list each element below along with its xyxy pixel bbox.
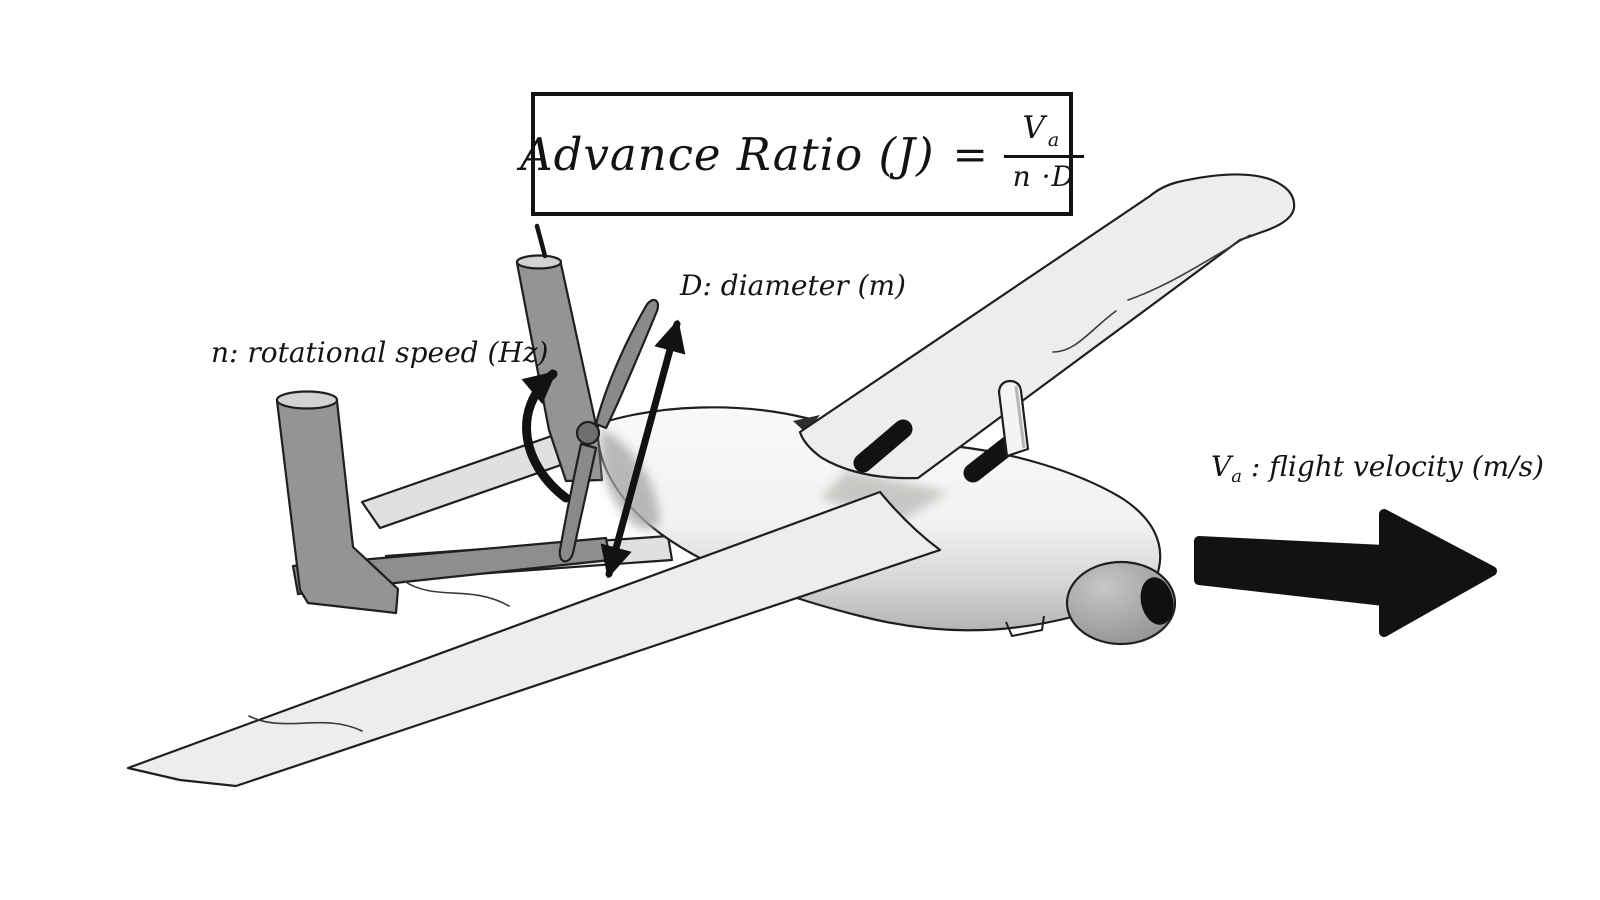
tail-assembly (275, 223, 674, 615)
left-wing-panel-line (248, 715, 363, 732)
fraction-bar (1003, 155, 1084, 158)
camera-lens-icon (1140, 577, 1174, 625)
velocity-label-rest: : flight velocity (m/s) (1241, 450, 1544, 483)
right-wing-surface (798, 173, 1296, 480)
fin-antenna-icon (534, 223, 548, 259)
right-wing (798, 173, 1296, 480)
fuselage-top-details (853, 379, 1177, 646)
left-wing (126, 490, 942, 788)
rotation-arrow-icon (521, 369, 571, 503)
belly-step-lines (1005, 615, 1045, 638)
velocity-symbol: V (1211, 450, 1232, 483)
right-wing-panel-line (1127, 234, 1251, 301)
annotation-arrows (521, 319, 1497, 637)
left-fin-tip-cap (275, 390, 339, 410)
left-wing-panel-line (403, 580, 510, 607)
numerator-subscript: a (1047, 129, 1060, 151)
right-fin-tip-cap (515, 254, 563, 270)
formula-lhs: Advance Ratio (J) (520, 127, 935, 181)
velocity-subscript: a (1231, 466, 1242, 487)
propeller-blade-upper (594, 298, 660, 430)
rotational-speed-label: n: rotational speed (Hz) (211, 336, 549, 369)
propeller-hub (575, 420, 601, 446)
equals-sign: = (952, 129, 988, 179)
velocity-arrow-icon (1194, 509, 1497, 637)
antenna-post-shade (1014, 385, 1026, 449)
fraction-denominator: n ·D (1012, 160, 1075, 193)
diameter-label: D: diameter (m) (680, 269, 906, 302)
antenna-post (997, 379, 1030, 458)
numerator-symbol: V (1022, 110, 1045, 146)
diameter-arrow-icon (600, 319, 686, 579)
flap-slot-right (963, 434, 1020, 483)
flap-slot-left (853, 419, 913, 473)
propeller-blade-lower (558, 442, 598, 563)
left-wing-surface (126, 490, 942, 788)
wing-root-notch (793, 415, 820, 433)
flight-velocity-label: Va : flight velocity (m/s) (1211, 450, 1544, 488)
right-wing-panel-line (1052, 310, 1117, 353)
